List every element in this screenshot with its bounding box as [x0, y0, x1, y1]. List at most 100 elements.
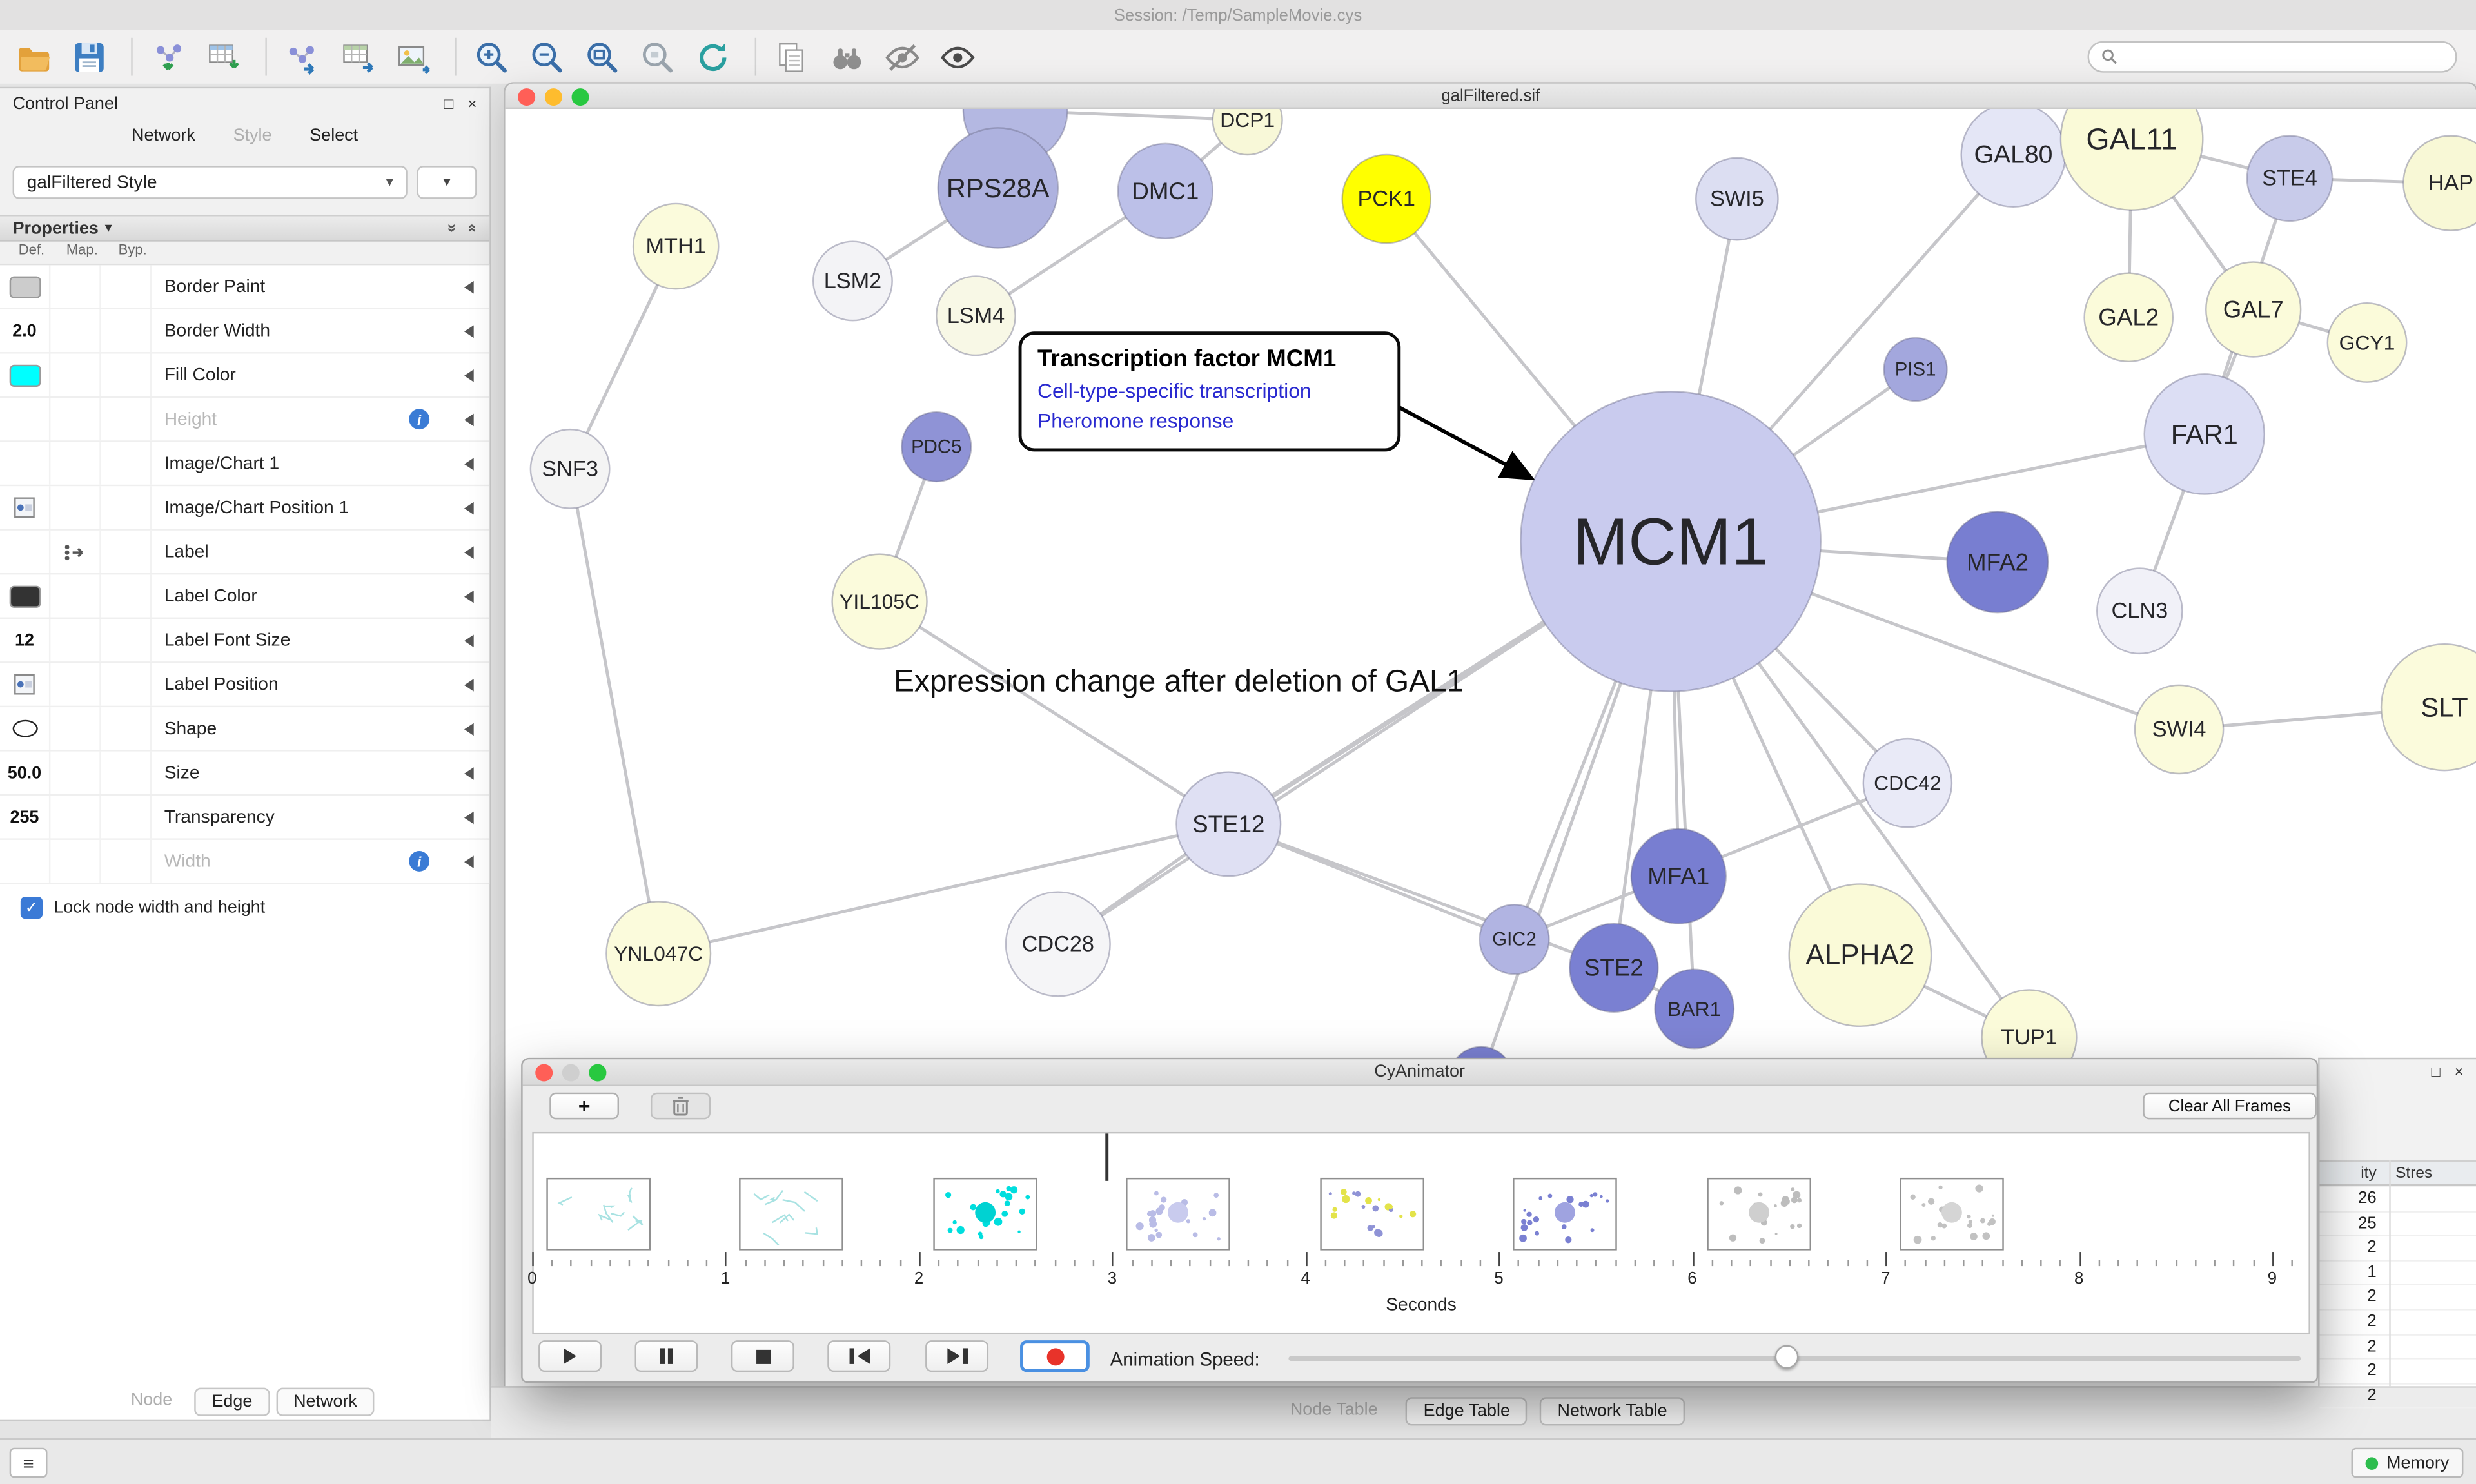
node-LSM4[interactable] [936, 275, 1016, 356]
float-panel-icon[interactable]: □ [2431, 1064, 2441, 1082]
color-swatch[interactable] [8, 585, 41, 607]
panel-tab-edge[interactable]: Edge [194, 1387, 270, 1416]
save-session-button[interactable] [64, 33, 112, 80]
annotation-box[interactable]: Transcription factor MCM1 Cell-type-spec… [1018, 331, 1401, 451]
edge-SNF3-YNL047C[interactable] [568, 468, 660, 954]
frame-thumbnail-2[interactable] [933, 1177, 1037, 1251]
hide-selected-button[interactable] [878, 33, 925, 80]
frame-thumbnail-5[interactable] [1513, 1177, 1618, 1251]
expand-arrow-icon[interactable] [464, 501, 474, 514]
expand-arrow-icon[interactable] [464, 545, 474, 558]
bypass-cell[interactable] [101, 619, 152, 662]
bypass-cell[interactable] [101, 707, 152, 750]
play-button[interactable] [538, 1340, 602, 1372]
map-cell[interactable] [50, 574, 101, 618]
node-STE4[interactable] [2246, 135, 2334, 222]
map-cell[interactable] [50, 839, 101, 883]
property-row-image-chart-1[interactable]: Image/Chart 1 [0, 442, 490, 487]
expand-arrow-icon[interactable] [464, 855, 474, 868]
bypass-cell[interactable] [101, 530, 152, 573]
table-row[interactable]: 2 [2319, 1360, 2476, 1385]
node-STE2[interactable] [1569, 923, 1659, 1013]
minimize-window-icon[interactable] [544, 88, 562, 106]
zoom-selected-button[interactable] [633, 33, 680, 80]
node-CDC42[interactable] [1862, 737, 1953, 828]
frame-thumbnail-4[interactable] [1319, 1177, 1424, 1251]
def-cell[interactable] [0, 707, 51, 750]
def-cell[interactable]: 255 [0, 796, 51, 839]
edge-STE12-STE2[interactable] [1228, 823, 1615, 970]
record-button[interactable] [1020, 1340, 1090, 1372]
expand-arrow-icon[interactable] [464, 589, 474, 603]
float-panel-icon[interactable]: □ [444, 95, 454, 113]
table-row[interactable]: 2 [2319, 1335, 2476, 1360]
search-network-button[interactable] [823, 33, 870, 80]
stop-button[interactable] [731, 1340, 794, 1372]
map-cell[interactable] [50, 751, 101, 794]
property-row-label-color[interactable]: Label Color [0, 574, 490, 620]
speed-slider-thumb[interactable] [1774, 1345, 1799, 1369]
node-CDC28[interactable] [1005, 891, 1111, 997]
bypass-cell[interactable] [101, 839, 152, 883]
expand-arrow-icon[interactable] [464, 810, 474, 824]
skip-to-end-button[interactable] [925, 1340, 989, 1372]
table-row[interactable]: 25 [2319, 1212, 2476, 1237]
def-cell[interactable]: 2.0 [0, 309, 51, 353]
pause-button[interactable] [634, 1340, 698, 1372]
table-row[interactable]: 2 [2319, 1285, 2476, 1311]
show-all-button[interactable] [933, 33, 980, 80]
color-swatch[interactable] [8, 364, 41, 386]
bypass-cell[interactable] [101, 353, 152, 396]
tab-select[interactable]: Select [310, 126, 359, 146]
info-icon[interactable]: i [409, 851, 430, 872]
node-MCM1[interactable] [1520, 391, 1822, 692]
export-table-button[interactable] [333, 33, 380, 80]
tab-style[interactable]: Style [233, 126, 272, 146]
frame-thumbnail-1[interactable] [740, 1177, 844, 1251]
property-row-fill-color[interactable]: Fill Color [0, 353, 490, 398]
frame-thumbnail-3[interactable] [1126, 1177, 1231, 1251]
bypass-cell[interactable] [101, 486, 152, 529]
map-cell[interactable] [50, 486, 101, 529]
zoom-window-icon[interactable] [589, 1064, 607, 1082]
table-row[interactable]: 2 [2319, 1236, 2476, 1262]
property-row-label-position[interactable]: Label Position [0, 663, 490, 708]
search-input[interactable] [2127, 47, 2445, 66]
expand-arrow-icon[interactable] [464, 634, 474, 647]
node-DCP1[interactable] [1212, 108, 1283, 156]
import-network-button[interactable] [144, 33, 191, 80]
property-row-border-paint[interactable]: Border Paint [0, 265, 490, 310]
map-cell[interactable] [50, 353, 101, 396]
node-FAR1[interactable] [2143, 373, 2266, 495]
bypass-cell[interactable] [101, 442, 152, 485]
def-cell[interactable] [0, 663, 51, 706]
node-CLN3[interactable] [2096, 567, 2183, 655]
property-row-shape[interactable]: Shape [0, 707, 490, 752]
expand-arrow-icon[interactable] [464, 413, 474, 426]
copy-button[interactable] [767, 33, 814, 80]
clear-all-frames-button[interactable]: Clear All Frames [2143, 1092, 2317, 1120]
node-SWI4[interactable] [2134, 684, 2225, 775]
expand-all-icon[interactable]: » [464, 224, 482, 233]
table-row[interactable]: 1 [2319, 1261, 2476, 1286]
node-MTH1[interactable] [632, 202, 720, 290]
node-MFA1[interactable] [1630, 828, 1727, 924]
def-cell[interactable]: 50.0 [0, 751, 51, 794]
zoom-window-icon[interactable] [571, 88, 589, 106]
info-icon[interactable]: i [409, 409, 430, 430]
def-cell[interactable] [0, 265, 51, 308]
close-window-icon[interactable] [518, 88, 536, 106]
frame-thumbnail-0[interactable] [546, 1177, 651, 1251]
table-tab-node-table[interactable]: Node Table [1290, 1400, 1378, 1420]
node-HAP[interactable] [2402, 135, 2476, 231]
playhead[interactable] [1105, 1133, 1108, 1181]
node-SLT[interactable] [2380, 643, 2476, 772]
bypass-cell[interactable] [101, 574, 152, 618]
delete-frame-button[interactable] [650, 1092, 711, 1120]
lock-node-size-row[interactable]: ✓ Lock node width and height [20, 897, 489, 919]
property-row-image-chart-position-1[interactable]: Image/Chart Position 1 [0, 486, 490, 531]
